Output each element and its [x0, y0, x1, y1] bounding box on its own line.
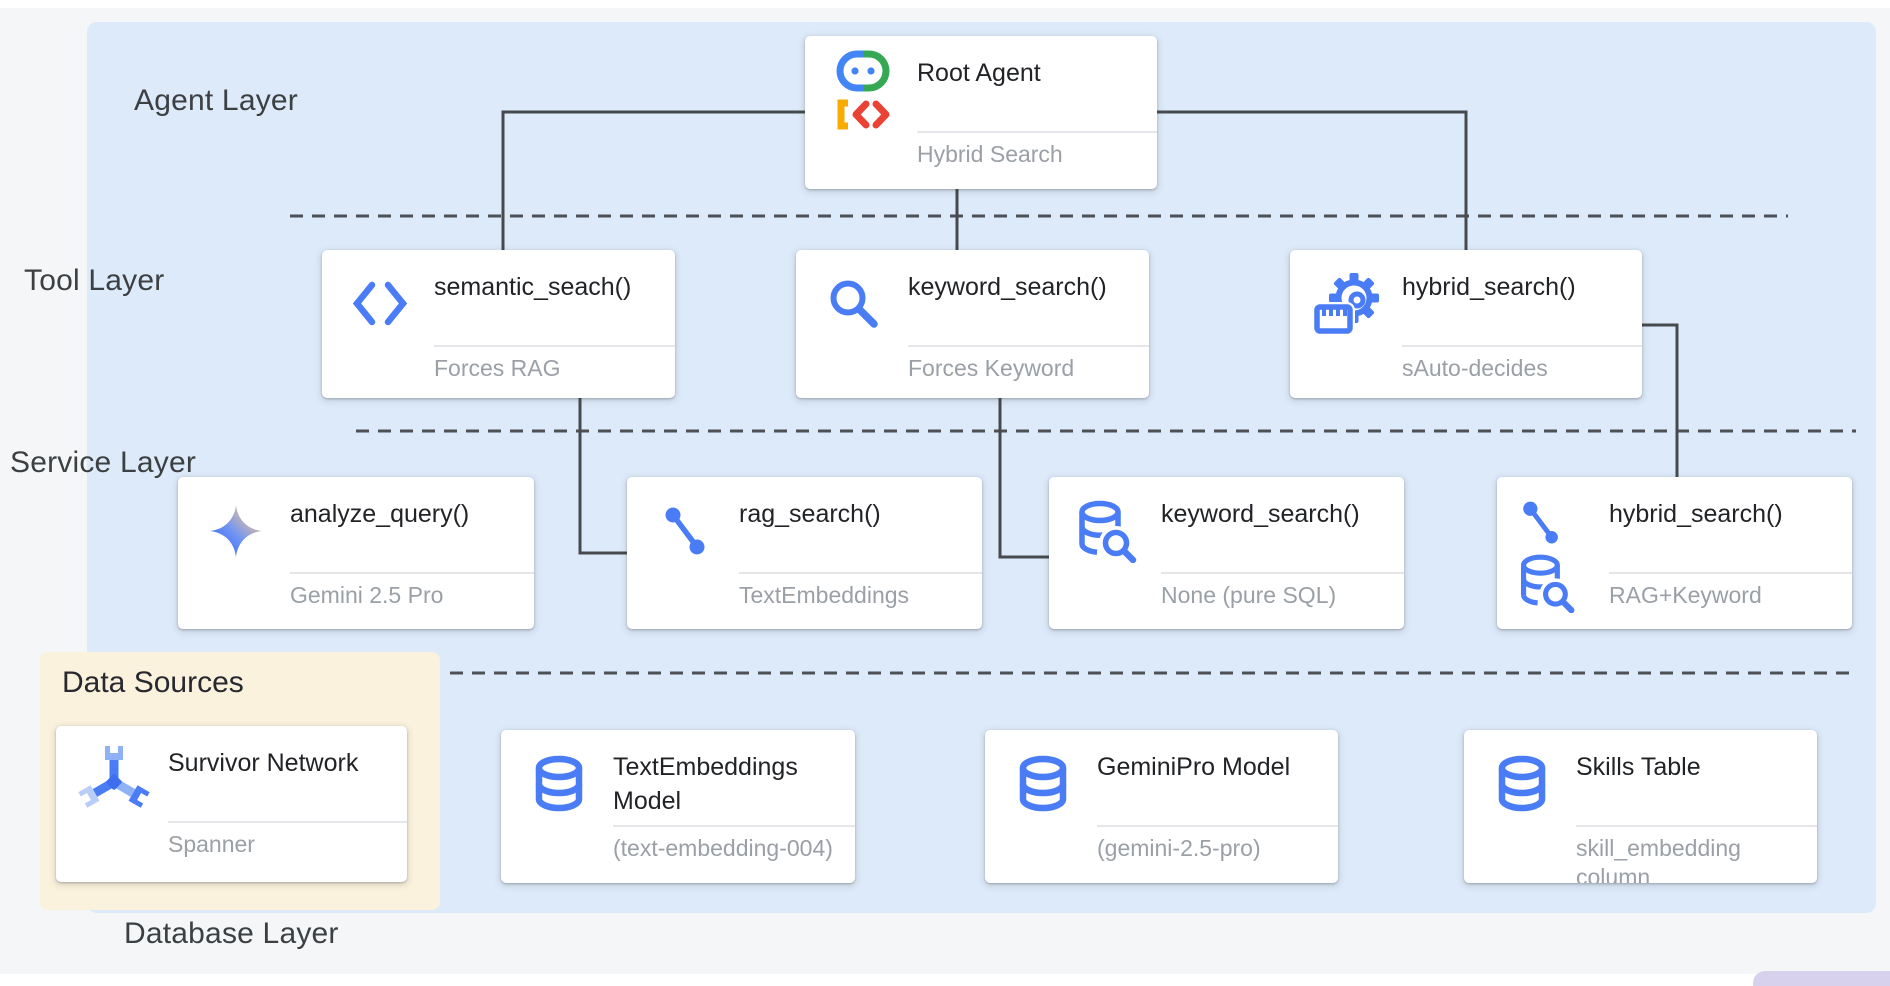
vector-link-icon [647, 495, 723, 567]
divider [613, 825, 855, 827]
divider [1576, 825, 1817, 827]
node-subtitle: skill_embedding column [1576, 835, 1741, 883]
gear-settings-icon [1310, 268, 1386, 340]
node-subtitle: Forces RAG [434, 355, 561, 381]
survivor-network-node: Survivor Network Spanner [56, 726, 407, 882]
adk-robot-icon [825, 46, 901, 132]
node-title: Root Agent [917, 59, 1041, 87]
node-title: semantic_seach() [434, 273, 632, 301]
node-subtitle: TextEmbeddings [739, 582, 910, 608]
hybrid-search-service-node: hybrid_search() RAG+Keyword [1497, 477, 1852, 629]
wire-keyword-tool-to-service [998, 396, 1051, 559]
text-embeddings-model-node: TextEmbeddings Model (text-embedding-004… [501, 730, 855, 883]
node-subtitle: Gemini 2.5 Pro [290, 582, 444, 608]
divider [290, 572, 534, 574]
database-search-icon [1069, 495, 1145, 567]
bottom-right-corner-shape [1753, 971, 1890, 986]
divider [1402, 345, 1642, 347]
vector-link-icon [1523, 501, 1558, 544]
node-title: hybrid_search() [1402, 273, 1576, 301]
divider [917, 131, 1157, 133]
node-subtitle: RAG+Keyword [1609, 582, 1762, 608]
node-title: keyword_search() [1161, 500, 1360, 528]
tool-layer-label: Tool Layer [24, 264, 165, 297]
analyze-query-service-node: analyze_query() Gemini 2.5 Pro [178, 477, 534, 629]
code-icon [342, 268, 418, 340]
semantic-search-tool-node: semantic_seach() Forces RAG [322, 250, 675, 398]
node-subtitle: None (pure SQL) [1161, 582, 1337, 608]
skills-table-node: Skills Table skill_embedding column [1464, 730, 1817, 883]
bottom-strip [0, 974, 1890, 986]
rag-search-service-node: rag_search() TextEmbeddings [627, 477, 982, 629]
node-subtitle: Spanner [168, 831, 255, 857]
top-strip [0, 0, 1890, 8]
keyword-search-service-node: keyword_search() None (pure SQL) [1049, 477, 1404, 629]
node-title: Skills Table [1576, 753, 1701, 781]
hybrid-service-icons [1517, 489, 1593, 621]
gemini-sparkle-icon [198, 495, 274, 567]
root-agent-node: Root Agent Hybrid Search [805, 36, 1157, 189]
divider [908, 345, 1149, 347]
node-title: analyze_query() [290, 500, 470, 528]
keyword-search-tool-node: keyword_search() Forces Keyword [796, 250, 1149, 398]
divider [1609, 572, 1852, 574]
divider [1097, 825, 1338, 827]
divider [168, 821, 407, 823]
database-icon [1005, 748, 1081, 820]
node-title: GeminiPro Model [1097, 753, 1291, 781]
node-subtitle: Hybrid Search [917, 141, 1063, 167]
node-title: TextEmbeddings Model [613, 753, 798, 815]
divider [1161, 572, 1404, 574]
geminipro-model-node: GeminiPro Model (gemini-2.5-pro) [985, 730, 1338, 883]
hybrid-search-tool-node: hybrid_search() sAuto-decides [1290, 250, 1642, 398]
database-icon [521, 748, 597, 820]
divider [739, 572, 982, 574]
node-title: rag_search() [739, 500, 881, 528]
node-title: keyword_search() [908, 273, 1107, 301]
node-subtitle: sAuto-decides [1402, 355, 1548, 381]
node-title: hybrid_search() [1609, 500, 1783, 528]
node-subtitle: (gemini-2.5-pro) [1097, 835, 1261, 861]
agent-layer-label: Agent Layer [134, 84, 298, 117]
node-title: Survivor Network [168, 749, 359, 777]
search-icon [816, 268, 892, 340]
node-subtitle: Forces Keyword [908, 355, 1075, 381]
data-sources-title: Data Sources [62, 666, 244, 699]
database-icon [1484, 748, 1560, 820]
divider [434, 345, 675, 347]
spanner-network-icon [76, 744, 152, 816]
database-layer-label: Database Layer [124, 917, 339, 950]
wire-hybrid-tool-to-service [1640, 323, 1679, 479]
wire-semantic-to-rag [578, 396, 629, 555]
node-subtitle: (text-embedding-004) [613, 835, 833, 861]
database-search-icon [1520, 554, 1577, 613]
service-layer-label: Service Layer [10, 446, 197, 479]
